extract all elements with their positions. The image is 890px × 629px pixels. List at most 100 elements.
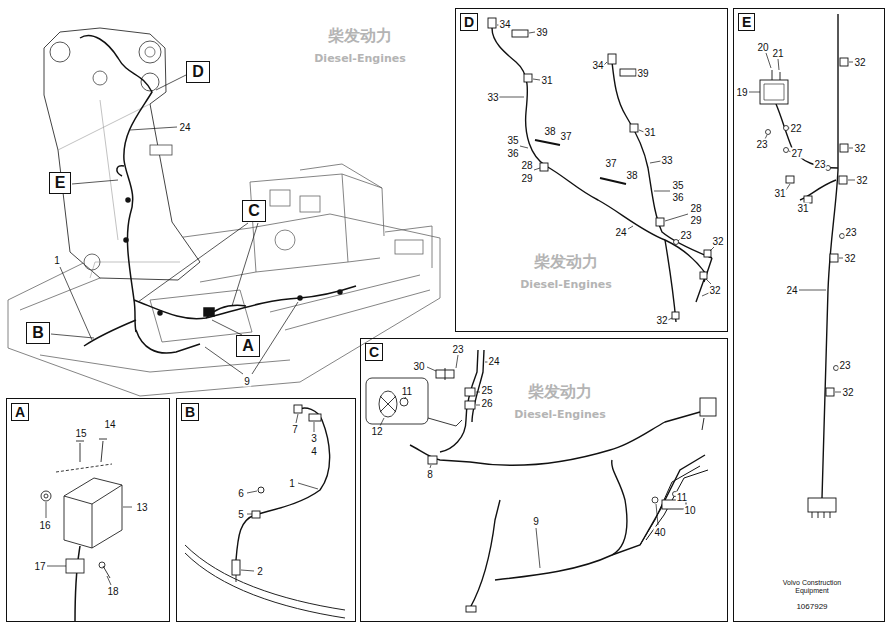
main-harness-part bbox=[80, 35, 152, 332]
sensor-harness-part bbox=[294, 405, 302, 413]
boom-harness-part bbox=[524, 74, 532, 82]
view-letter: C bbox=[248, 202, 260, 219]
view-callout: C bbox=[242, 200, 266, 222]
leader-line-part bbox=[848, 180, 855, 181]
inset-clip-part bbox=[428, 418, 462, 426]
leader-line bbox=[51, 75, 298, 374]
callout-number: 13 bbox=[135, 502, 148, 513]
leader-line-part bbox=[247, 514, 252, 515]
boom-part bbox=[44, 28, 200, 280]
leader-line-part bbox=[247, 491, 257, 493]
watermark: Diesel-Engines bbox=[514, 408, 606, 421]
upper-frame-part bbox=[270, 190, 290, 206]
leader-line bbox=[749, 53, 855, 392]
cab-harness-part bbox=[652, 497, 658, 503]
view-letter: A bbox=[11, 403, 29, 421]
callout-number: 24 bbox=[785, 285, 798, 296]
leader-line-part bbox=[656, 504, 658, 525]
callout-number: 32 bbox=[853, 57, 866, 68]
arm-harness-part bbox=[840, 58, 848, 66]
upper-frame-part bbox=[395, 240, 423, 254]
callout-number: 23 bbox=[451, 344, 464, 355]
leader-line-part bbox=[529, 32, 535, 33]
leader-line-part bbox=[314, 422, 315, 432]
callout-number: 35 bbox=[671, 180, 684, 191]
callout-number: 20 bbox=[756, 42, 769, 53]
callout-number: 39 bbox=[535, 27, 548, 38]
callout-number: 31 bbox=[773, 188, 786, 199]
arm-harness-part bbox=[772, 70, 780, 80]
leader-line-part bbox=[654, 191, 670, 192]
cab-harness-part bbox=[646, 470, 708, 540]
callout-number: 12 bbox=[370, 426, 383, 437]
control-unit-part bbox=[99, 562, 105, 568]
arm-harness-part bbox=[760, 80, 788, 104]
leader-line-part bbox=[138, 223, 258, 306]
callout-number: 37 bbox=[604, 158, 617, 169]
leader-line-part bbox=[665, 214, 688, 221]
control-unit bbox=[41, 439, 122, 622]
boom-harness-part bbox=[612, 62, 712, 258]
leader-line-part bbox=[427, 367, 436, 371]
callout-number: 29 bbox=[520, 173, 533, 184]
boom-part bbox=[84, 254, 100, 270]
upper-frame-part bbox=[200, 258, 380, 282]
leader-line-part bbox=[47, 566, 66, 567]
leader-line-part bbox=[123, 507, 132, 508]
boom-harness-part bbox=[492, 28, 706, 274]
arm-harness-part bbox=[784, 126, 789, 131]
callout-number: 18 bbox=[106, 586, 119, 597]
boom-harness-part bbox=[608, 54, 616, 64]
callout-number: 36 bbox=[506, 148, 519, 159]
view-letter: B bbox=[32, 324, 44, 341]
leader-line bbox=[46, 502, 132, 585]
main-harness-part bbox=[84, 320, 136, 346]
leader-line-part bbox=[650, 161, 661, 163]
callout-number: 31 bbox=[643, 127, 656, 138]
callout-number: 29 bbox=[689, 215, 702, 226]
view-callout: D bbox=[186, 61, 210, 83]
callout-number: 32 bbox=[853, 143, 866, 154]
upper-frame-part bbox=[385, 226, 432, 268]
sensor-harness-part bbox=[232, 560, 240, 575]
leader-line-part bbox=[839, 258, 843, 259]
leader-line-part bbox=[72, 180, 118, 184]
leader-line-part bbox=[786, 184, 790, 190]
boom-harness bbox=[488, 18, 712, 322]
callout-number: 32 bbox=[855, 175, 868, 186]
arm-harness-part bbox=[822, 14, 838, 498]
arm-harness-part bbox=[766, 130, 771, 135]
leader-line-part bbox=[60, 267, 92, 340]
cab-harness-part bbox=[702, 418, 704, 430]
detail-panel: C bbox=[360, 338, 728, 622]
upper-frame-part bbox=[342, 174, 382, 188]
upper-frame-part bbox=[40, 355, 290, 372]
leader-line-part bbox=[212, 320, 242, 335]
cab-harness-part bbox=[465, 401, 475, 409]
control-unit-part bbox=[75, 546, 80, 622]
callout-number: 28 bbox=[520, 160, 533, 171]
callout-number: 32 bbox=[841, 387, 854, 398]
callout-number: 23 bbox=[679, 230, 692, 241]
hydraulic-hose bbox=[185, 545, 345, 618]
cab-harness-part bbox=[612, 455, 705, 555]
leader-line-part bbox=[536, 528, 540, 568]
main-harness-part bbox=[126, 198, 130, 202]
callout-number: 32 bbox=[843, 253, 856, 264]
leader-line-part bbox=[456, 355, 458, 368]
callout-number: 10 bbox=[683, 505, 696, 516]
leader-line-part bbox=[749, 92, 760, 93]
view-letter: C bbox=[365, 343, 383, 361]
callout-number: 23 bbox=[838, 360, 851, 371]
callout-number: 1 bbox=[288, 478, 296, 489]
leader-line-part bbox=[628, 226, 633, 229]
upper-frame-part bbox=[275, 230, 295, 250]
upper-frame-part bbox=[250, 174, 348, 272]
watermark: 柴发动力 bbox=[528, 383, 592, 401]
callout-number: 9 bbox=[243, 376, 251, 387]
control-unit-part bbox=[99, 439, 107, 462]
arm-harness-part bbox=[776, 104, 838, 168]
hydraulic-hose-part bbox=[185, 545, 345, 610]
